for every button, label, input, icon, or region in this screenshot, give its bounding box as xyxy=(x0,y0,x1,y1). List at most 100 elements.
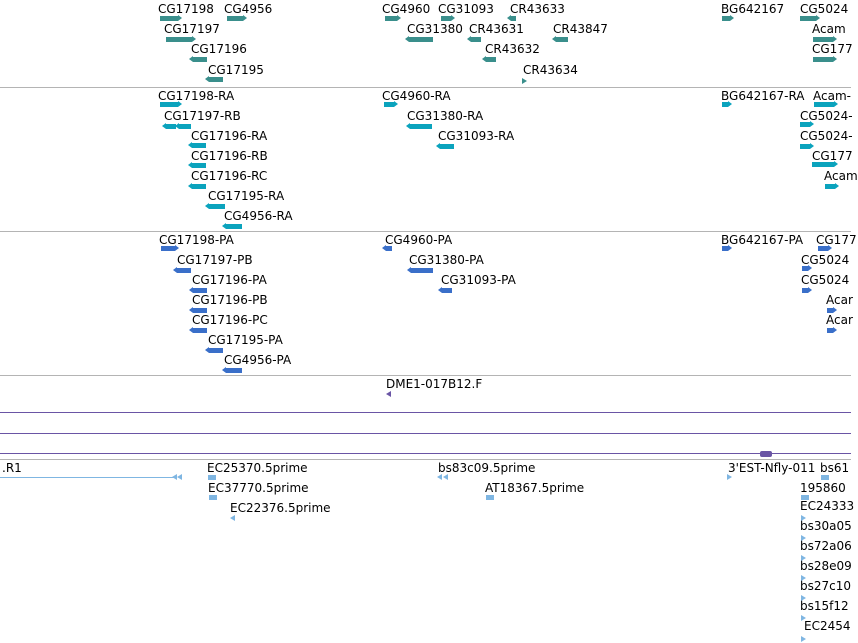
protein-feature[interactable] xyxy=(222,367,242,373)
gene-feature[interactable] xyxy=(722,15,734,21)
est-feature[interactable] xyxy=(801,636,806,642)
protein-label[interactable]: CG31380-PA xyxy=(409,253,484,267)
est-label[interactable]: bs83c09.5prime xyxy=(438,461,536,475)
protein-feature[interactable] xyxy=(189,287,207,293)
gene-label[interactable]: CG4956 xyxy=(224,2,273,16)
gene-label[interactable]: CG17197 xyxy=(164,22,220,36)
transcript-label[interactable]: CG17197-RB xyxy=(164,109,241,123)
transcript-feature[interactable] xyxy=(406,123,432,129)
est-feature[interactable] xyxy=(821,475,829,480)
est-label[interactable]: 3'EST-Nfly-011 xyxy=(728,461,816,475)
transcript-label[interactable]: CG17196-RC xyxy=(191,169,268,183)
transcript-label[interactable]: CG17198-RA xyxy=(158,89,235,103)
transcript-feature[interactable] xyxy=(722,101,732,107)
est-label[interactable]: bs30a05 xyxy=(800,519,852,533)
gene-label[interactable]: CR43847 xyxy=(553,22,608,36)
gene-feature[interactable] xyxy=(552,36,568,42)
gene-feature[interactable] xyxy=(441,15,455,21)
gene-label[interactable]: CG5024 xyxy=(800,2,849,16)
est-feature[interactable] xyxy=(727,474,732,480)
transcript-label[interactable]: CG31093-RA xyxy=(438,129,515,143)
protein-label[interactable]: CG31093-PA xyxy=(441,273,516,287)
protein-feature[interactable] xyxy=(827,327,837,333)
est-feature[interactable] xyxy=(443,474,448,480)
gene-feature[interactable] xyxy=(227,15,247,21)
protein-feature[interactable] xyxy=(407,267,433,273)
est-feature[interactable] xyxy=(209,495,217,500)
transcript-feature[interactable] xyxy=(205,203,225,209)
gene-feature[interactable] xyxy=(166,36,196,42)
protein-label[interactable]: CG5024 xyxy=(801,253,850,267)
protein-feature[interactable] xyxy=(173,267,191,273)
est-label[interactable]: EC24333 xyxy=(800,499,855,513)
transcript-label[interactable]: CG4956-RA xyxy=(224,209,293,223)
est-feature[interactable] xyxy=(801,575,806,581)
transcript-feature[interactable] xyxy=(812,161,838,167)
transcript-label[interactable]: BG642167-RA xyxy=(721,89,805,103)
gene-label[interactable]: CR43631 xyxy=(469,22,524,36)
est-feature[interactable] xyxy=(801,495,809,500)
gene-label[interactable]: CR43632 xyxy=(485,42,540,56)
protein-label[interactable]: CG17196-PA xyxy=(192,273,267,287)
protein-label[interactable]: CG4956-PA xyxy=(224,353,292,367)
transcript-feature[interactable] xyxy=(160,101,182,107)
gene-label[interactable]: CG177 xyxy=(812,42,853,56)
est-feature[interactable] xyxy=(801,615,806,621)
gene-label[interactable]: CG31093 xyxy=(438,2,494,16)
protein-feature[interactable] xyxy=(802,265,812,271)
gene-feature[interactable] xyxy=(813,56,837,62)
protein-feature[interactable] xyxy=(382,245,392,251)
gene-label[interactable]: CG17196 xyxy=(191,42,247,56)
gene-label[interactable]: CR43633 xyxy=(510,2,565,16)
est-label[interactable]: EC2454 xyxy=(804,619,851,633)
transcript-feature[interactable] xyxy=(188,162,206,168)
transcript-label[interactable]: CG4960-RA xyxy=(382,89,451,103)
protein-label[interactable]: CG17196-PC xyxy=(192,313,268,327)
est-feature[interactable] xyxy=(172,474,177,480)
gene-label[interactable]: BG642167 xyxy=(721,2,785,16)
clone-feature[interactable] xyxy=(386,391,391,397)
transcript-feature[interactable] xyxy=(814,101,838,107)
gene-label[interactable]: CR43634 xyxy=(523,63,578,77)
protein-label[interactable]: BG642167-PA xyxy=(721,233,804,247)
est-label[interactable]: bs61 xyxy=(820,461,850,475)
est-feature[interactable] xyxy=(801,535,806,541)
transcript-feature[interactable] xyxy=(222,223,242,229)
alignment-feature[interactable] xyxy=(760,451,772,457)
protein-label[interactable]: Acar xyxy=(826,313,853,327)
transcript-feature[interactable] xyxy=(825,183,839,189)
est-feature[interactable] xyxy=(230,515,235,521)
gene-feature[interactable] xyxy=(482,56,496,62)
transcript-feature[interactable] xyxy=(188,183,206,189)
gene-feature[interactable] xyxy=(813,36,837,42)
gene-feature[interactable] xyxy=(160,15,182,21)
protein-label[interactable]: Acar xyxy=(826,293,853,307)
est-label[interactable]: EC25370.5prime xyxy=(207,461,308,475)
transcript-feature[interactable] xyxy=(162,123,176,129)
est-label[interactable]: EC37770.5prime xyxy=(208,481,309,495)
alignment-line[interactable] xyxy=(0,433,851,434)
est-feature[interactable] xyxy=(437,474,442,480)
est-feature[interactable] xyxy=(801,555,806,561)
protein-label[interactable]: CG17195-PA xyxy=(208,333,283,347)
transcript-label[interactable]: CG5024- xyxy=(800,109,853,123)
est-label[interactable]: bs15f12 xyxy=(800,599,849,613)
est-feature[interactable] xyxy=(801,595,806,601)
transcript-label[interactable]: CG177 xyxy=(812,149,853,163)
transcript-label[interactable]: Acam xyxy=(824,169,858,183)
clone-label[interactable]: DME1-017B12.F xyxy=(386,377,483,391)
gene-feature[interactable] xyxy=(205,76,223,82)
est-feature[interactable] xyxy=(0,477,176,478)
alignment-line[interactable] xyxy=(0,412,851,413)
gene-feature[interactable] xyxy=(800,15,820,21)
transcript-label[interactable]: CG17196-RA xyxy=(191,129,268,143)
protein-label[interactable]: CG17196-PB xyxy=(192,293,268,307)
protein-feature[interactable] xyxy=(161,245,179,251)
gene-label[interactable]: Acam xyxy=(812,22,846,36)
est-feature[interactable] xyxy=(208,475,216,480)
protein-feature[interactable] xyxy=(802,287,812,293)
protein-feature[interactable] xyxy=(818,245,832,251)
protein-label[interactable]: CG177 xyxy=(816,233,857,247)
transcript-feature[interactable] xyxy=(800,143,814,149)
transcript-feature[interactable] xyxy=(436,143,454,149)
